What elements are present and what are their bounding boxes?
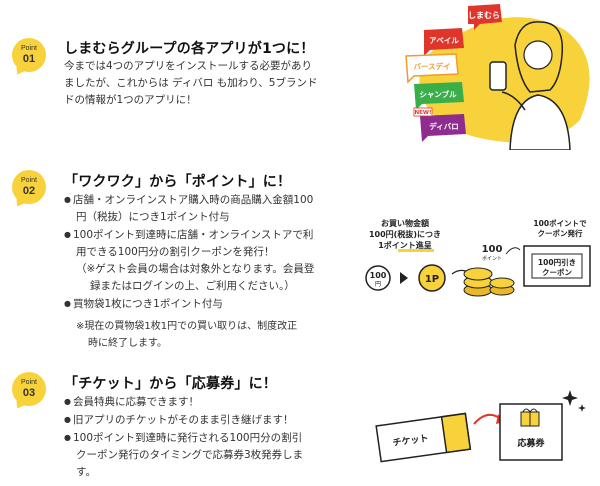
svg-text:100: 100 xyxy=(482,244,503,255)
point-03-badge: Point 03 xyxy=(12,372,46,406)
svg-text:チケット: チケット xyxy=(392,433,429,449)
svg-text:お買い物金額: お買い物金額 xyxy=(381,218,429,228)
phone-icon xyxy=(489,61,507,91)
point-01-section: Point 01 しまむらグループの各アプリが1つに！ 今までは4つのアプリをイ… xyxy=(0,0,600,150)
point-coin-icon: 1P xyxy=(418,264,446,292)
point-03-section: Point 03 「チケット」から「応募券」に！ 会員特典に応募できます！ 旧ア… xyxy=(0,368,600,486)
ticket-to-entry-illustration: チケット 応募券 xyxy=(375,390,586,463)
point-01-badge: Point 01 xyxy=(12,38,46,72)
brand-bubble-shimamura: しまむら xyxy=(468,4,502,30)
entry-ticket-icon: 応募券 xyxy=(499,403,563,461)
brand-bubble-divalo: ディバロ NEW! xyxy=(413,107,466,142)
svg-text:円: 円 xyxy=(375,281,381,288)
sparkle-icon xyxy=(562,390,586,412)
brand-apps-illustration: しまむら アベイル バースデイ シャンブル ディバロ NEW! xyxy=(405,4,590,150)
svg-text:クーポン発行: クーポン発行 xyxy=(538,228,583,238)
arrow-right-icon xyxy=(400,272,408,284)
svg-text:NEW!: NEW! xyxy=(415,110,432,116)
point-03-description: 会員特典に応募できます！ 旧アプリのチケットがそのまま引き継げます！ 100ポイ… xyxy=(64,393,303,481)
svg-text:ポイント: ポイント xyxy=(482,255,502,262)
new-badge xyxy=(413,107,433,117)
svg-text:応募券: 応募券 xyxy=(517,437,545,449)
svg-text:100円引き: 100円引き xyxy=(538,257,576,267)
svg-text:1ポイント進呈: 1ポイント進呈 xyxy=(378,240,432,250)
brand-bubble-chambre: シャンブル xyxy=(414,82,464,110)
brand-bubble-avail: アベイル xyxy=(424,28,464,56)
svg-text:1P: 1P xyxy=(425,274,439,285)
svg-text:クーポン: クーポン xyxy=(542,267,572,277)
svg-text:アベイル: アベイル xyxy=(429,36,459,45)
point-03-title: 「チケット」から「応募券」に！ xyxy=(64,376,277,392)
point-02-title: 「ワクワク」から「ポイント」に！ xyxy=(64,174,292,190)
svg-text:バースデイ: バースデイ xyxy=(413,61,450,71)
point-01-title: しまむらグループの各アプリが1つに！ xyxy=(64,41,315,57)
point-system-illustration: お買い物金額 100円(税抜)につき 1ポイント進呈 100 円 1P 100 … xyxy=(365,218,591,297)
svg-text:100ポイントで: 100ポイントで xyxy=(533,218,587,228)
ticket-icon: チケット xyxy=(375,412,472,463)
coin-stack-icon xyxy=(463,267,515,297)
brand-bubble-birthday: バースデイ xyxy=(405,53,459,84)
yen-coin-icon: 100 円 xyxy=(365,265,391,291)
svg-text:100: 100 xyxy=(370,271,387,280)
svg-text:しまむら: しまむら xyxy=(468,11,500,20)
point-01-description: 今までは4つのアプリをインストールする必要があり ましたが、これからは ディバロ… xyxy=(64,60,318,106)
point-02-badge: Point 02 xyxy=(12,170,46,204)
svg-text:100円(税抜)につき: 100円(税抜)につき xyxy=(369,229,441,239)
svg-text:ディバロ: ディバロ xyxy=(429,121,458,131)
svg-text:シャンブル: シャンブル xyxy=(419,89,457,99)
point-02-section: Point 02 「ワクワク」から「ポイント」に！ 店舗・オンラインストア購入時… xyxy=(0,160,600,360)
coupon-ticket-icon: 100円引き クーポン xyxy=(523,245,591,287)
point-02-description: 店舗・オンラインストア購入時の商品購入金額100 円（税抜）につき1ポイント付与… xyxy=(64,191,314,352)
